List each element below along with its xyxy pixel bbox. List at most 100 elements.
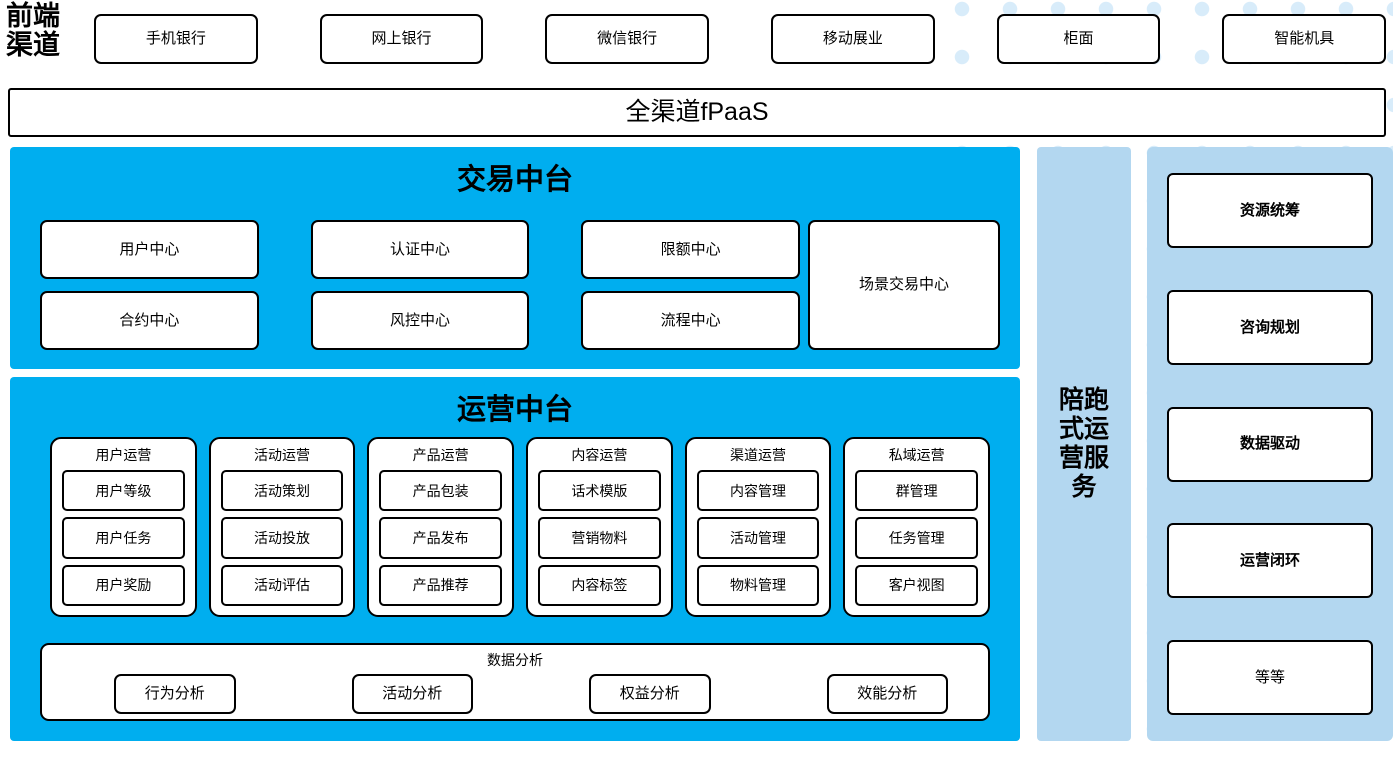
channel-box-smart-machine[interactable]: 智能机具 [1222, 14, 1387, 64]
ops-column-channel[interactable]: 渠道运营 内容管理 活动管理 物料管理 [684, 437, 832, 617]
omnichannel-fpaas-bar[interactable]: 全渠道fPaaS [8, 88, 1386, 137]
capability-etc[interactable]: 等等 [1167, 640, 1373, 715]
ops-column-title: 内容运营 [571, 447, 628, 463]
ops-column-content[interactable]: 内容运营 话术模版 营销物料 内容标签 [526, 437, 673, 617]
ops-column-items: 内容管理 活动管理 物料管理 [696, 470, 820, 606]
data-analysis-items: 行为分析 活动分析 权益分析 效能分析 [114, 674, 948, 714]
trade-center-label: 用户中心 [119, 240, 180, 258]
trade-center-label: 合约中心 [119, 311, 180, 329]
trade-center-user[interactable]: 用户中心 [40, 220, 259, 279]
ops-item-label: 客户视图 [888, 577, 945, 594]
ops-item[interactable]: 话术模版 [538, 470, 661, 512]
ops-item[interactable]: 用户等级 [62, 470, 185, 512]
ops-item[interactable]: 产品包装 [379, 470, 503, 512]
channel-label: 手机银行 [145, 30, 206, 48]
ops-item[interactable]: 活动投放 [220, 517, 344, 559]
ops-item[interactable]: 用户任务 [62, 517, 185, 559]
capability-consulting-planning[interactable]: 咨询规划 [1167, 289, 1373, 365]
channel-label: 移动展业 [822, 30, 883, 48]
trade-center-label: 流程中心 [660, 311, 721, 329]
ops-column-campaign[interactable]: 活动运营 活动策划 活动投放 活动评估 [208, 437, 356, 617]
ops-column-items: 产品包装 产品发布 产品推荐 [379, 470, 503, 606]
trade-center-grid: 用户中心 认证中心 限额中心 合约中心 风控中心 流程中心 [40, 220, 800, 350]
ops-item[interactable]: 任务管理 [855, 517, 979, 559]
ops-column-items: 话术模版 营销物料 内容标签 [538, 470, 661, 606]
ops-item-label: 活动管理 [730, 529, 787, 546]
channel-label: 柜面 [1063, 30, 1094, 48]
channel-box-counter[interactable]: 柜面 [996, 14, 1161, 64]
accompanying-operation-service-column: 陪跑式运营服务 [1037, 147, 1131, 741]
trade-center-label: 限额中心 [660, 240, 721, 258]
ops-column-title: 渠道运营 [730, 447, 787, 463]
ops-item[interactable]: 营销物料 [538, 517, 661, 559]
ops-column-title: 产品运营 [412, 447, 469, 463]
trade-center-contract[interactable]: 合约中心 [40, 291, 259, 350]
ops-item[interactable]: 产品发布 [379, 517, 503, 559]
channel-label: 智能机具 [1274, 30, 1335, 48]
ops-item-label: 活动投放 [254, 529, 310, 546]
capability-panel: 资源统筹 咨询规划 数据驱动 运营闭环 等等 [1147, 147, 1393, 741]
ops-item-label: 话术模版 [571, 482, 628, 499]
ops-column-private-domain[interactable]: 私域运营 群管理 任务管理 客户视图 [843, 437, 991, 617]
ops-item-label: 产品发布 [412, 529, 469, 546]
scene-transaction-center[interactable]: 场景交易中心 [808, 220, 1000, 350]
channel-box-mobile-bank[interactable]: 手机银行 [94, 14, 258, 64]
data-analysis-efficiency[interactable]: 效能分析 [826, 674, 948, 714]
ops-item-label: 活动策划 [254, 482, 310, 499]
ops-item[interactable]: 内容标签 [538, 564, 661, 606]
ops-item[interactable]: 活动策划 [220, 470, 344, 512]
capability-operation-loop[interactable]: 运营闭环 [1167, 523, 1373, 599]
trade-center-limit[interactable]: 限额中心 [581, 220, 800, 279]
ops-item-label: 产品推荐 [412, 577, 469, 594]
ops-column-user[interactable]: 用户运营 用户等级 用户任务 用户奖励 [50, 437, 197, 617]
ops-item-label: 用户等级 [95, 482, 152, 499]
trade-middle-platform-panel: 交易中台 用户中心 认证中心 限额中心 合约中心 风控中心 流程中心 场景交易中… [10, 147, 1020, 369]
fpaas-label: 全渠道fPaaS [625, 98, 769, 127]
data-analysis-section: 数据分析 行为分析 活动分析 权益分析 效能分析 [40, 643, 990, 721]
data-analysis-campaign[interactable]: 活动分析 [351, 674, 473, 714]
capability-resource-coordination[interactable]: 资源统筹 [1167, 173, 1373, 248]
data-analysis-label: 行为分析 [144, 685, 205, 703]
ops-item[interactable]: 用户奖励 [62, 564, 185, 606]
ops-item[interactable]: 活动评估 [220, 564, 344, 606]
ops-item-label: 物料管理 [730, 577, 787, 594]
trade-center-auth[interactable]: 认证中心 [310, 220, 530, 279]
ops-column-items: 群管理 任务管理 客户视图 [855, 470, 979, 606]
trade-center-label: 认证中心 [389, 240, 450, 258]
ops-item[interactable]: 内容管理 [696, 470, 820, 512]
ops-column-title: 用户运营 [95, 447, 152, 463]
ops-item[interactable]: 产品推荐 [379, 564, 503, 606]
capability-data-driven[interactable]: 数据驱动 [1167, 406, 1373, 482]
ops-item-label: 内容标签 [571, 577, 628, 594]
ops-item-label: 产品包装 [412, 482, 469, 499]
ops-item[interactable]: 物料管理 [696, 564, 820, 606]
capability-label: 运营闭环 [1239, 552, 1300, 570]
scene-center-label: 场景交易中心 [858, 276, 949, 294]
capability-label: 咨询规划 [1239, 318, 1300, 336]
ops-item-label: 内容管理 [730, 482, 787, 499]
ops-column-items: 活动策划 活动投放 活动评估 [220, 470, 344, 606]
ops-column-product[interactable]: 产品运营 产品包装 产品发布 产品推荐 [367, 437, 515, 617]
channel-label: 微信银行 [597, 30, 658, 48]
data-analysis-benefit[interactable]: 权益分析 [589, 674, 711, 714]
ops-platform-title: 运营中台 [456, 394, 573, 426]
front-end-channel-label: 前端渠道 [6, 1, 60, 61]
data-analysis-label: 权益分析 [619, 685, 680, 703]
data-analysis-title: 数据分析 [487, 652, 543, 668]
channel-box-mobile-business[interactable]: 移动展业 [771, 14, 935, 64]
trade-center-risk[interactable]: 风控中心 [310, 291, 530, 350]
trade-center-process[interactable]: 流程中心 [581, 291, 800, 350]
ops-item-label: 用户奖励 [95, 577, 152, 594]
channel-box-internet-bank[interactable]: 网上银行 [319, 14, 484, 64]
ops-item[interactable]: 客户视图 [855, 564, 979, 606]
operations-middle-platform-panel: 运营中台 用户运营 用户等级 用户任务 用户奖励 活动运营 [10, 377, 1020, 741]
ops-item[interactable]: 群管理 [855, 470, 979, 512]
ops-item[interactable]: 活动管理 [696, 517, 820, 559]
capability-label: 数据驱动 [1239, 435, 1300, 453]
channel-box-wechat-bank[interactable]: 微信银行 [545, 14, 710, 64]
trade-center-label: 风控中心 [389, 311, 450, 329]
data-analysis-behavior[interactable]: 行为分析 [114, 674, 236, 714]
capability-label: 等等 [1254, 668, 1285, 686]
ops-item-label: 营销物料 [571, 529, 628, 546]
